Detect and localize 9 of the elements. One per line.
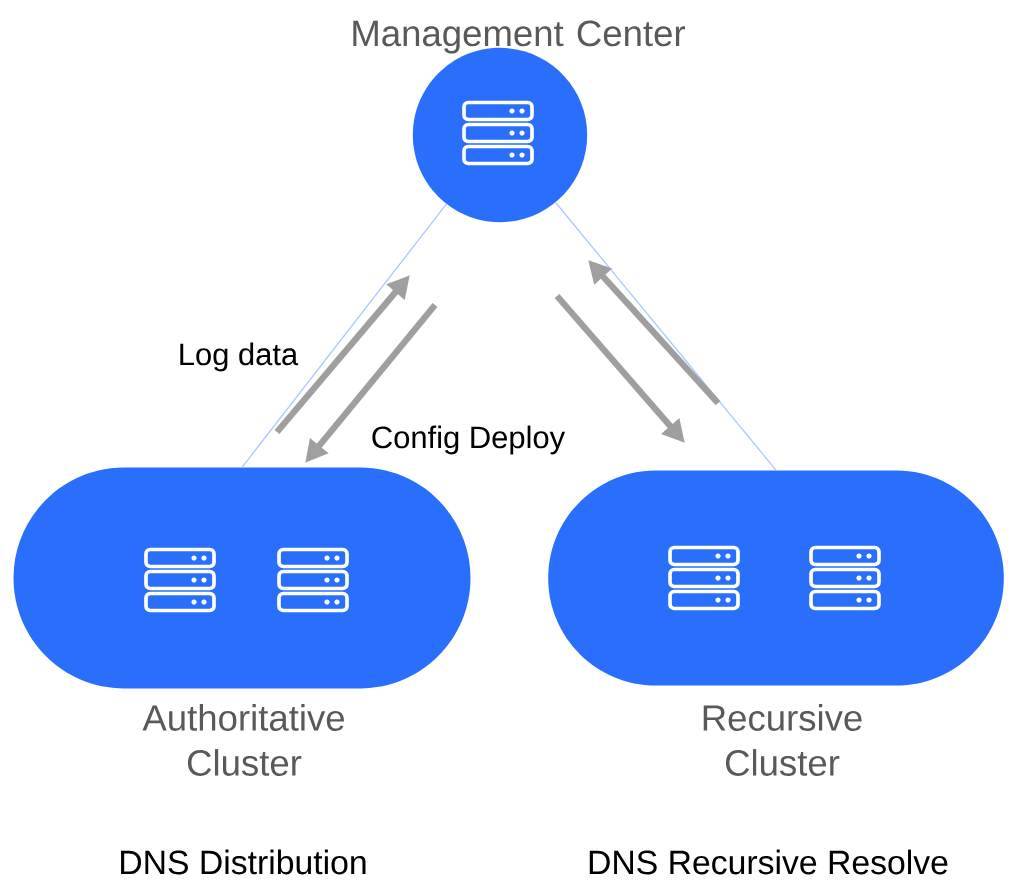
node-label: Recursive Cluster (703, 704, 862, 776)
caption-text: DNS Distribution (116, 848, 370, 876)
flow-label: Config Deploy (369, 424, 567, 456)
flow-label: Log data (176, 341, 300, 373)
node-label: Management Center (353, 20, 685, 54)
connector-line (554, 201, 777, 471)
connector-line (241, 203, 447, 468)
caption-text: DNS Recursive Resolve (585, 848, 951, 876)
node-label: Authoritative Cluster (142, 704, 344, 776)
